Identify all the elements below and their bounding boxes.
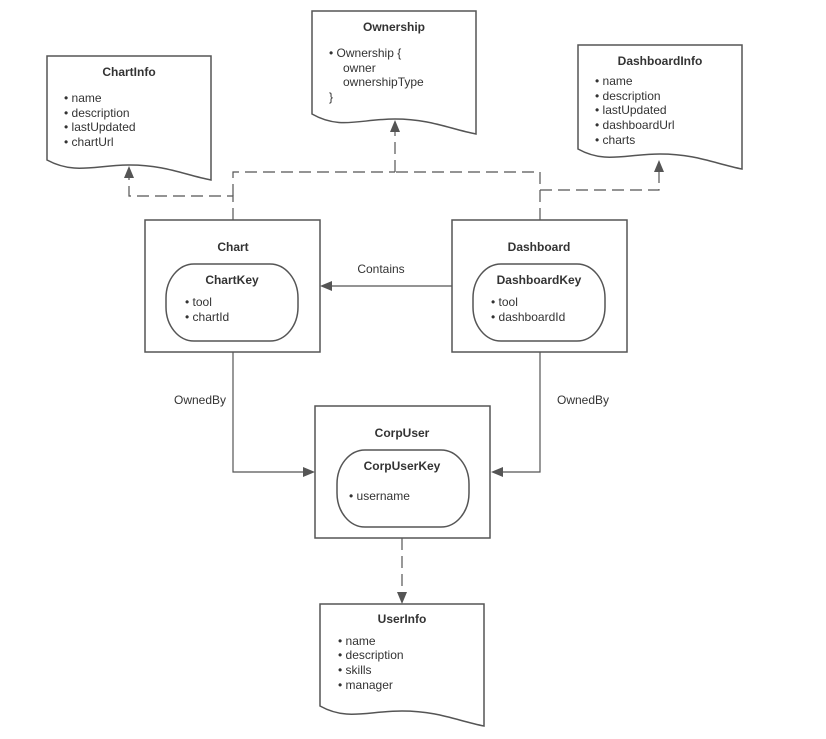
ownership-title: Ownership [363,20,425,34]
ownership-line: owner [343,61,376,75]
chartinfo-arrowhead [124,166,134,178]
chart-entity: Chart ChartKey • tool • chartId [144,219,321,353]
corp-user-entity: CorpUser CorpUserKey • username [314,405,491,539]
user-info-item: • name [338,634,376,648]
dashboard-info-shape [577,44,743,170]
dashboard-info-item: • lastUpdated [595,103,667,117]
dashboard-to-ownership-connector [395,171,541,220]
dashboard-key-item: • dashboardId [491,310,565,324]
corp-user-key-title: CorpUserKey [364,459,441,473]
dashboard-key-title: DashboardKey [497,273,582,287]
ownership-line: • Ownership { [329,46,401,60]
owned-by-right-label: OwnedBy [557,393,609,407]
user-info-document: UserInfo • name • description • skills •… [319,603,485,727]
corp-user-key-shape [336,449,470,528]
dashboard-entity: Dashboard DashboardKey • tool • dashboar… [451,219,628,353]
dashboard-info-title: DashboardInfo [618,54,703,68]
contains-arrowhead [320,281,332,291]
dashboard-entity-title: Dashboard [508,240,571,254]
user-info-item: • manager [338,678,393,692]
dashboard-owned-by-arrowhead [491,467,503,477]
chart-key-title: ChartKey [205,273,259,287]
dashboard-key-shape [472,263,606,342]
chart-info-shape [46,55,212,181]
chart-info-item: • name [64,91,102,105]
chart-info-item: • description [64,106,130,120]
dashboard-to-dashboardinfo-connector [540,172,660,191]
chart-to-chartinfo-connector [128,178,234,220]
user-info-item: • description [338,648,404,662]
corp-user-entity-title: CorpUser [375,426,430,440]
chart-key-shape [165,263,299,342]
chart-key-item: • chartId [185,310,229,324]
user-info-item: • skills [338,663,372,677]
userinfo-arrowhead [397,592,407,604]
dashboard-key-item: • tool [491,295,518,309]
connectors [124,120,664,604]
ownership-shape [311,10,477,135]
owned-by-left-label: OwnedBy [174,393,226,407]
contains-label: Contains [357,262,404,276]
dashboard-owned-by-connector [503,352,541,473]
ownership-line: ownershipType [343,75,424,89]
chart-info-item: • chartUrl [64,135,114,149]
chart-entity-title: Chart [217,240,248,254]
chart-info-title: ChartInfo [102,65,155,79]
ownership-arrowhead [390,120,400,132]
dashboard-info-item: • dashboardUrl [595,118,675,132]
dashboard-info-document: DashboardInfo • name • description • las… [577,44,743,170]
user-info-title: UserInfo [378,612,427,626]
ownership-line: } [329,90,333,104]
chart-to-ownership-connector [232,171,395,196]
ownership-document: Ownership • Ownership { owner ownershipT… [311,10,477,135]
user-info-shape [319,603,485,727]
chart-owned-by-arrowhead [303,467,315,477]
dashboard-info-item: • description [595,89,661,103]
dashboard-info-item: • charts [595,133,635,147]
chart-info-document: ChartInfo • name • description • lastUpd… [46,55,212,181]
chart-key-item: • tool [185,295,212,309]
dashboard-info-item: • name [595,74,633,88]
dashboardinfo-arrowhead [654,160,664,172]
corp-user-key-item: • username [349,489,410,503]
chart-owned-by-connector [232,352,303,473]
chart-info-item: • lastUpdated [64,120,136,134]
